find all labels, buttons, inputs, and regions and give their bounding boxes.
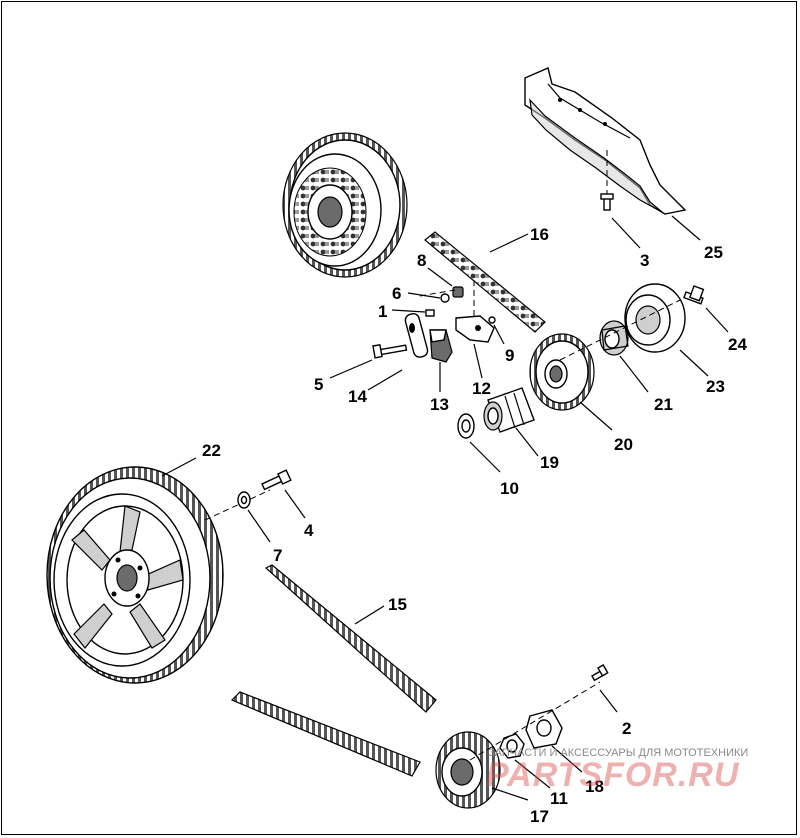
callout-6: 6: [392, 284, 401, 303]
thrust-washer-part: [457, 413, 475, 439]
callout-25: 25: [704, 243, 723, 262]
callout-12: 12: [472, 379, 491, 398]
sprocket-nut-part: [499, 733, 525, 759]
callout-8: 8: [417, 251, 426, 270]
compensator-bolt-part: [683, 285, 705, 305]
engine-sprocket-part: [529, 333, 595, 411]
callout-13: 13: [430, 395, 449, 414]
sprocket-washer-part: [237, 491, 251, 509]
callout-24: 24: [728, 335, 747, 354]
chain-guard-part: [524, 67, 687, 215]
callout-14: 14: [348, 387, 367, 406]
callout-5: 5: [314, 375, 323, 394]
watermark-tagline: ЗАПЧАСТИ И АКСЕССУАРЫ ДЛЯ МОТОТЕХНИКИ: [488, 747, 748, 759]
clutch-basket-part: [282, 132, 408, 278]
sprocket-shaft-extension-part: [483, 387, 535, 433]
callout-16: 16: [530, 225, 549, 244]
lock-plate-part: [525, 709, 563, 749]
sprocket-bolt-part: [261, 469, 292, 491]
callout-1: 1: [378, 302, 387, 321]
callout-18: 18: [585, 777, 604, 796]
callout-2: 2: [622, 719, 631, 738]
transmission-sprocket-part: [435, 731, 501, 809]
leader-lines: [161, 215, 729, 801]
callout-4: 4: [304, 521, 314, 540]
lock-plate-screw-part: [591, 664, 609, 682]
callout-15: 15: [388, 595, 407, 614]
callout-3: 3: [640, 251, 649, 270]
callout-9: 9: [505, 346, 514, 365]
callout-19: 19: [540, 453, 559, 472]
callout-10: 10: [500, 479, 519, 498]
guard-screw-part: [600, 150, 614, 211]
callout-11: 11: [550, 789, 568, 808]
callout-22: 22: [202, 441, 221, 460]
callout-20: 20: [614, 435, 633, 454]
primary-chain-part: [424, 231, 546, 333]
callout-23: 23: [706, 377, 725, 396]
secondary-drive-belt-part: [230, 564, 437, 777]
callout-17: 17: [530, 807, 549, 826]
rear-belt-sprocket-part: [46, 466, 224, 684]
sliding-cam-part: [599, 320, 629, 356]
watermark-logo: PARTSFOR.RU: [486, 756, 740, 794]
compensator-cover-part: [624, 283, 686, 353]
callout-labels: 1 2 3 4 5 6 7 8 9 10 11 12 13 14 15 16 1…: [202, 225, 747, 826]
callout-21: 21: [654, 395, 673, 414]
watermark: ЗАПЧАСТИ И АКСЕССУАРЫ ДЛЯ МОТОТЕХНИКИ PA…: [486, 747, 748, 794]
callout-7: 7: [273, 546, 282, 565]
tensioner-assembly-part: [372, 286, 496, 363]
